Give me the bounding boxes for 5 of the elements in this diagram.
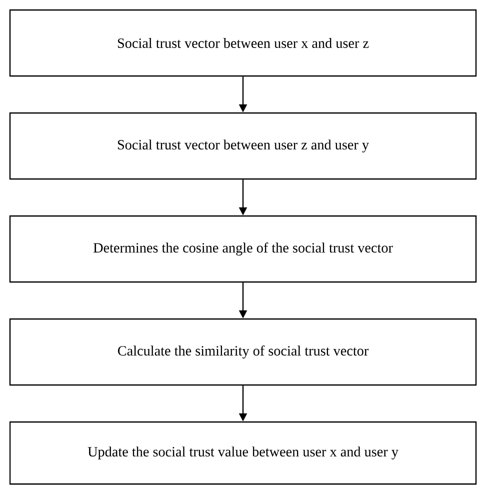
process-box: Social trust vector between user z and user y bbox=[9, 112, 477, 180]
process-box: Update the social trust value between user x and user y bbox=[9, 421, 477, 485]
process-box: Social trust vector between user x and user z bbox=[9, 9, 477, 77]
process-box: Determines the cosine angle of the social trust vector bbox=[9, 215, 477, 283]
process-box: Calculate the similarity of social trust vector bbox=[9, 318, 477, 386]
